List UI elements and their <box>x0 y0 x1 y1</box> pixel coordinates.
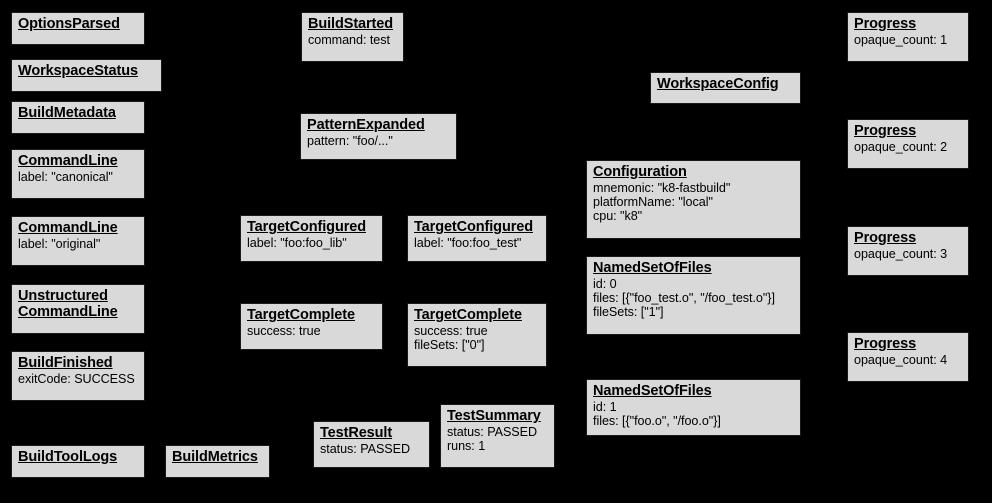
node-title: TargetConfigured <box>414 219 533 235</box>
node-title: WorkspaceConfig <box>657 76 779 92</box>
node-field: opaque_count: 4 <box>854 353 948 368</box>
node-field: files: [{"foo.o", "/foo.o"}] <box>593 414 721 429</box>
node-build-tool-logs[interactable]: BuildToolLogs <box>11 445 145 478</box>
node-title: TestSummary <box>447 408 541 424</box>
node-title: BuildToolLogs <box>18 449 118 465</box>
node-field: runs: 1 <box>447 439 486 454</box>
node-field: exitCode: SUCCESS <box>18 372 135 387</box>
node-fields: opaque_count: 2 <box>854 140 962 154</box>
node-title: TestResult <box>320 425 393 441</box>
node-title: Progress <box>854 336 917 352</box>
node-field: opaque_count: 1 <box>854 33 948 48</box>
node-build-metrics[interactable]: BuildMetrics <box>165 445 270 478</box>
node-title: BuildMetrics <box>172 449 258 465</box>
node-title: Progress <box>854 16 917 32</box>
node-field: opaque_count: 2 <box>854 140 948 155</box>
node-field: fileSets: ["1"] <box>593 305 664 320</box>
node-options-parsed[interactable]: OptionsParsed <box>11 12 145 45</box>
node-workspace-status[interactable]: WorkspaceStatus <box>11 59 162 92</box>
node-title: CommandLine <box>18 220 118 236</box>
node-field: command: test <box>308 33 390 48</box>
node-field: label: "original" <box>18 237 101 252</box>
node-field: platformName: "local" <box>593 195 713 210</box>
node-field: status: PASSED <box>320 442 411 457</box>
node-fields: command: test <box>308 33 397 47</box>
node-title: PatternExpanded <box>307 117 425 133</box>
node-fields: label: "original" <box>18 237 138 251</box>
node-field: label: "canonical" <box>18 170 113 185</box>
node-title: WorkspaceStatus <box>18 63 138 79</box>
node-fields: opaque_count: 4 <box>854 353 962 367</box>
node-title: NamedSetOfFiles <box>593 383 712 399</box>
node-fields: opaque_count: 1 <box>854 33 962 47</box>
node-title: OptionsParsed <box>18 16 120 32</box>
node-title: NamedSetOfFiles <box>593 260 712 276</box>
node-fields: label: "canonical" <box>18 170 138 184</box>
node-title: Progress <box>854 123 917 139</box>
node-field: opaque_count: 3 <box>854 247 948 262</box>
node-fields: exitCode: SUCCESS <box>18 372 138 386</box>
node-fields: label: "foo:foo_test" <box>414 236 540 250</box>
node-build-metadata[interactable]: BuildMetadata <box>11 101 145 134</box>
node-fields: opaque_count: 3 <box>854 247 962 261</box>
node-title: CommandLine <box>18 153 118 169</box>
node-title: Configuration <box>593 164 687 180</box>
node-workspace-config[interactable]: WorkspaceConfig <box>650 72 801 104</box>
node-field: pattern: "foo/..." <box>307 134 393 149</box>
node-fields: label: "foo:foo_lib" <box>247 236 376 250</box>
node-field: id: 1 <box>593 400 617 415</box>
node-title: TargetComplete <box>247 307 355 323</box>
node-title: BuildStarted <box>308 16 394 32</box>
node-field: status: PASSED <box>447 425 538 440</box>
node-fields: mnemonic: "k8-fastbuild"platformName: "l… <box>593 181 794 223</box>
node-field: success: true <box>247 324 321 339</box>
node-field: label: "foo:foo_lib" <box>247 236 347 251</box>
node-field: files: [{"foo_test.o", "/foo_test.o"}] <box>593 291 775 306</box>
node-field: label: "foo:foo_test" <box>414 236 522 251</box>
node-title: Progress <box>854 230 917 246</box>
node-fields: success: true <box>247 324 376 338</box>
node-unstructured-command-line[interactable]: Unstructured CommandLine <box>11 284 145 334</box>
node-field: mnemonic: "k8-fastbuild" <box>593 181 731 196</box>
node-title: BuildFinished <box>18 355 113 371</box>
node-field: fileSets: ["0"] <box>414 338 485 353</box>
node-title: TargetConfigured <box>247 219 366 235</box>
node-field: success: true <box>414 324 488 339</box>
node-title: TargetComplete <box>414 307 522 323</box>
node-title: Unstructured CommandLine <box>18 288 118 321</box>
node-title: BuildMetadata <box>18 105 116 121</box>
node-fields: pattern: "foo/..." <box>307 134 450 148</box>
node-fields: status: PASSED <box>320 442 423 456</box>
node-field: id: 0 <box>593 277 617 292</box>
node-field: cpu: "k8" <box>593 209 643 224</box>
